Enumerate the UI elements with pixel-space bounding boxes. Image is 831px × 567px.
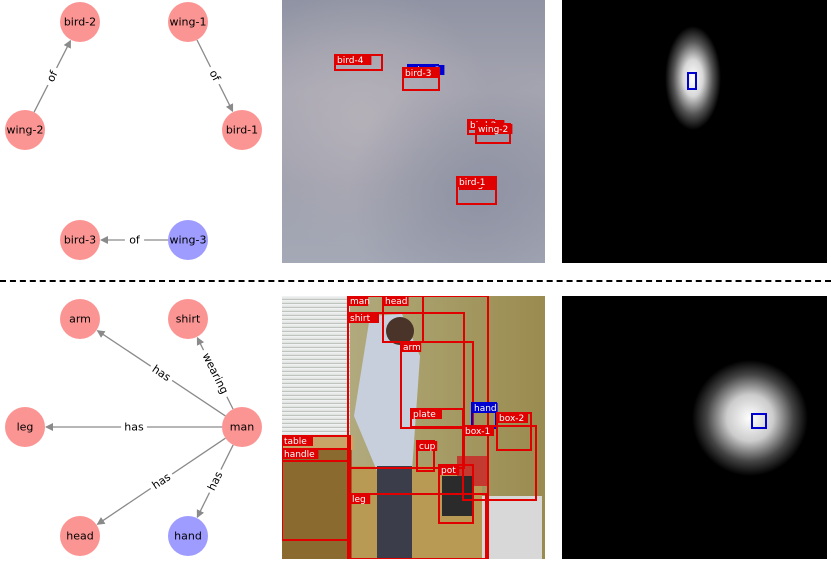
graph-node-label: wing-2 — [7, 124, 44, 137]
bbox-label: man — [350, 297, 370, 307]
graph-node-label: leg — [17, 421, 34, 434]
graph-node-label: hand — [174, 530, 202, 543]
bbox-label: plate — [413, 410, 436, 420]
bbox-label: hand — [474, 404, 497, 414]
bbox-label: cup — [419, 442, 436, 452]
bbox-label: arm — [403, 343, 421, 353]
edge-label: has — [124, 421, 144, 434]
bbox-tag — [497, 413, 528, 423]
bbox-label: box-2 — [499, 414, 524, 424]
bbox-label: bird-3 — [405, 69, 431, 79]
graph-node-label: arm — [69, 313, 91, 326]
graph-node-wing-3 — [168, 220, 208, 260]
bbox-tag — [403, 68, 440, 78]
top-scene-image: bird-4wing-3bird-3bird-2wing-2wing-1bird… — [282, 0, 545, 263]
graph-node-leg — [5, 407, 45, 447]
graph-node-label: wing-3 — [170, 234, 207, 247]
graph-node-label: head — [66, 530, 93, 543]
graph-node-label: bird-3 — [64, 234, 96, 247]
bbox-shirt — [347, 312, 465, 469]
graph-node-wing-2 — [5, 110, 45, 150]
bbox-label: bird-1 — [459, 178, 485, 188]
edge-label: wearing — [200, 351, 231, 396]
graph-node-wing-1 — [168, 2, 208, 42]
graph-node-hand — [168, 516, 208, 556]
bbox-table — [282, 435, 351, 541]
bbox-label: handle — [284, 450, 315, 460]
graph-node-label: shirt — [176, 313, 201, 326]
bbox-tag — [476, 124, 513, 134]
bbox-tag — [463, 426, 494, 436]
edge-label-bg — [41, 64, 63, 89]
bbox-tag — [383, 296, 409, 306]
top-attention-map — [562, 0, 827, 263]
edge-label-bg — [197, 346, 234, 400]
edge-label-bg — [203, 466, 228, 496]
bbox-tag — [411, 409, 442, 419]
graph-node-bird-3 — [60, 220, 100, 260]
bbox-label: bird-4 — [337, 56, 364, 66]
graph-node-label: bird-2 — [64, 16, 96, 29]
bottom-attention-map — [562, 296, 827, 559]
bbox-tag — [348, 313, 379, 323]
bbox-label: head — [385, 297, 407, 307]
edge-label-bg — [146, 468, 177, 495]
attention-box — [751, 413, 767, 429]
bbox-tag — [348, 296, 369, 306]
graph-node-bird-2 — [60, 2, 100, 42]
bbox-tag — [401, 342, 422, 352]
graph-node-arm — [60, 299, 100, 339]
edge-label-bg — [124, 233, 145, 247]
bbox-leg — [349, 493, 487, 559]
bbox-tag — [282, 449, 319, 459]
graph-node-label: bird-1 — [226, 124, 258, 137]
row-divider — [0, 280, 831, 282]
bbox-tag — [439, 465, 460, 475]
edge-label: of — [129, 234, 141, 247]
bbox-label: table — [284, 437, 307, 447]
bbox-tag — [472, 403, 498, 413]
bbox-box-1 — [462, 425, 537, 501]
graph-node-label: man — [230, 421, 254, 434]
edge-label-bg — [121, 420, 147, 434]
graph-node-shirt — [168, 299, 208, 339]
bbox-label: leg — [352, 495, 366, 505]
bbox-tag — [350, 494, 371, 504]
graph-node-label: wing-1 — [170, 16, 207, 29]
graph-node-man — [222, 407, 262, 447]
bbox-tag — [282, 436, 313, 446]
edge-label-bg — [204, 63, 226, 88]
attention-box — [687, 72, 697, 90]
edge-label-bg — [146, 360, 177, 387]
bbox-tag — [457, 177, 494, 187]
bbox-tag — [417, 441, 438, 451]
graph-node-head — [60, 516, 100, 556]
bbox-label: shirt — [350, 314, 371, 324]
graph-node-bird-1 — [222, 110, 262, 150]
bbox-label: pot — [441, 466, 456, 476]
attention-blob — [692, 360, 808, 476]
bbox-label: box-1 — [465, 427, 490, 437]
bbox-label: wing-2 — [478, 125, 508, 135]
bbox-tag — [335, 55, 372, 65]
attention-blob — [665, 26, 721, 130]
